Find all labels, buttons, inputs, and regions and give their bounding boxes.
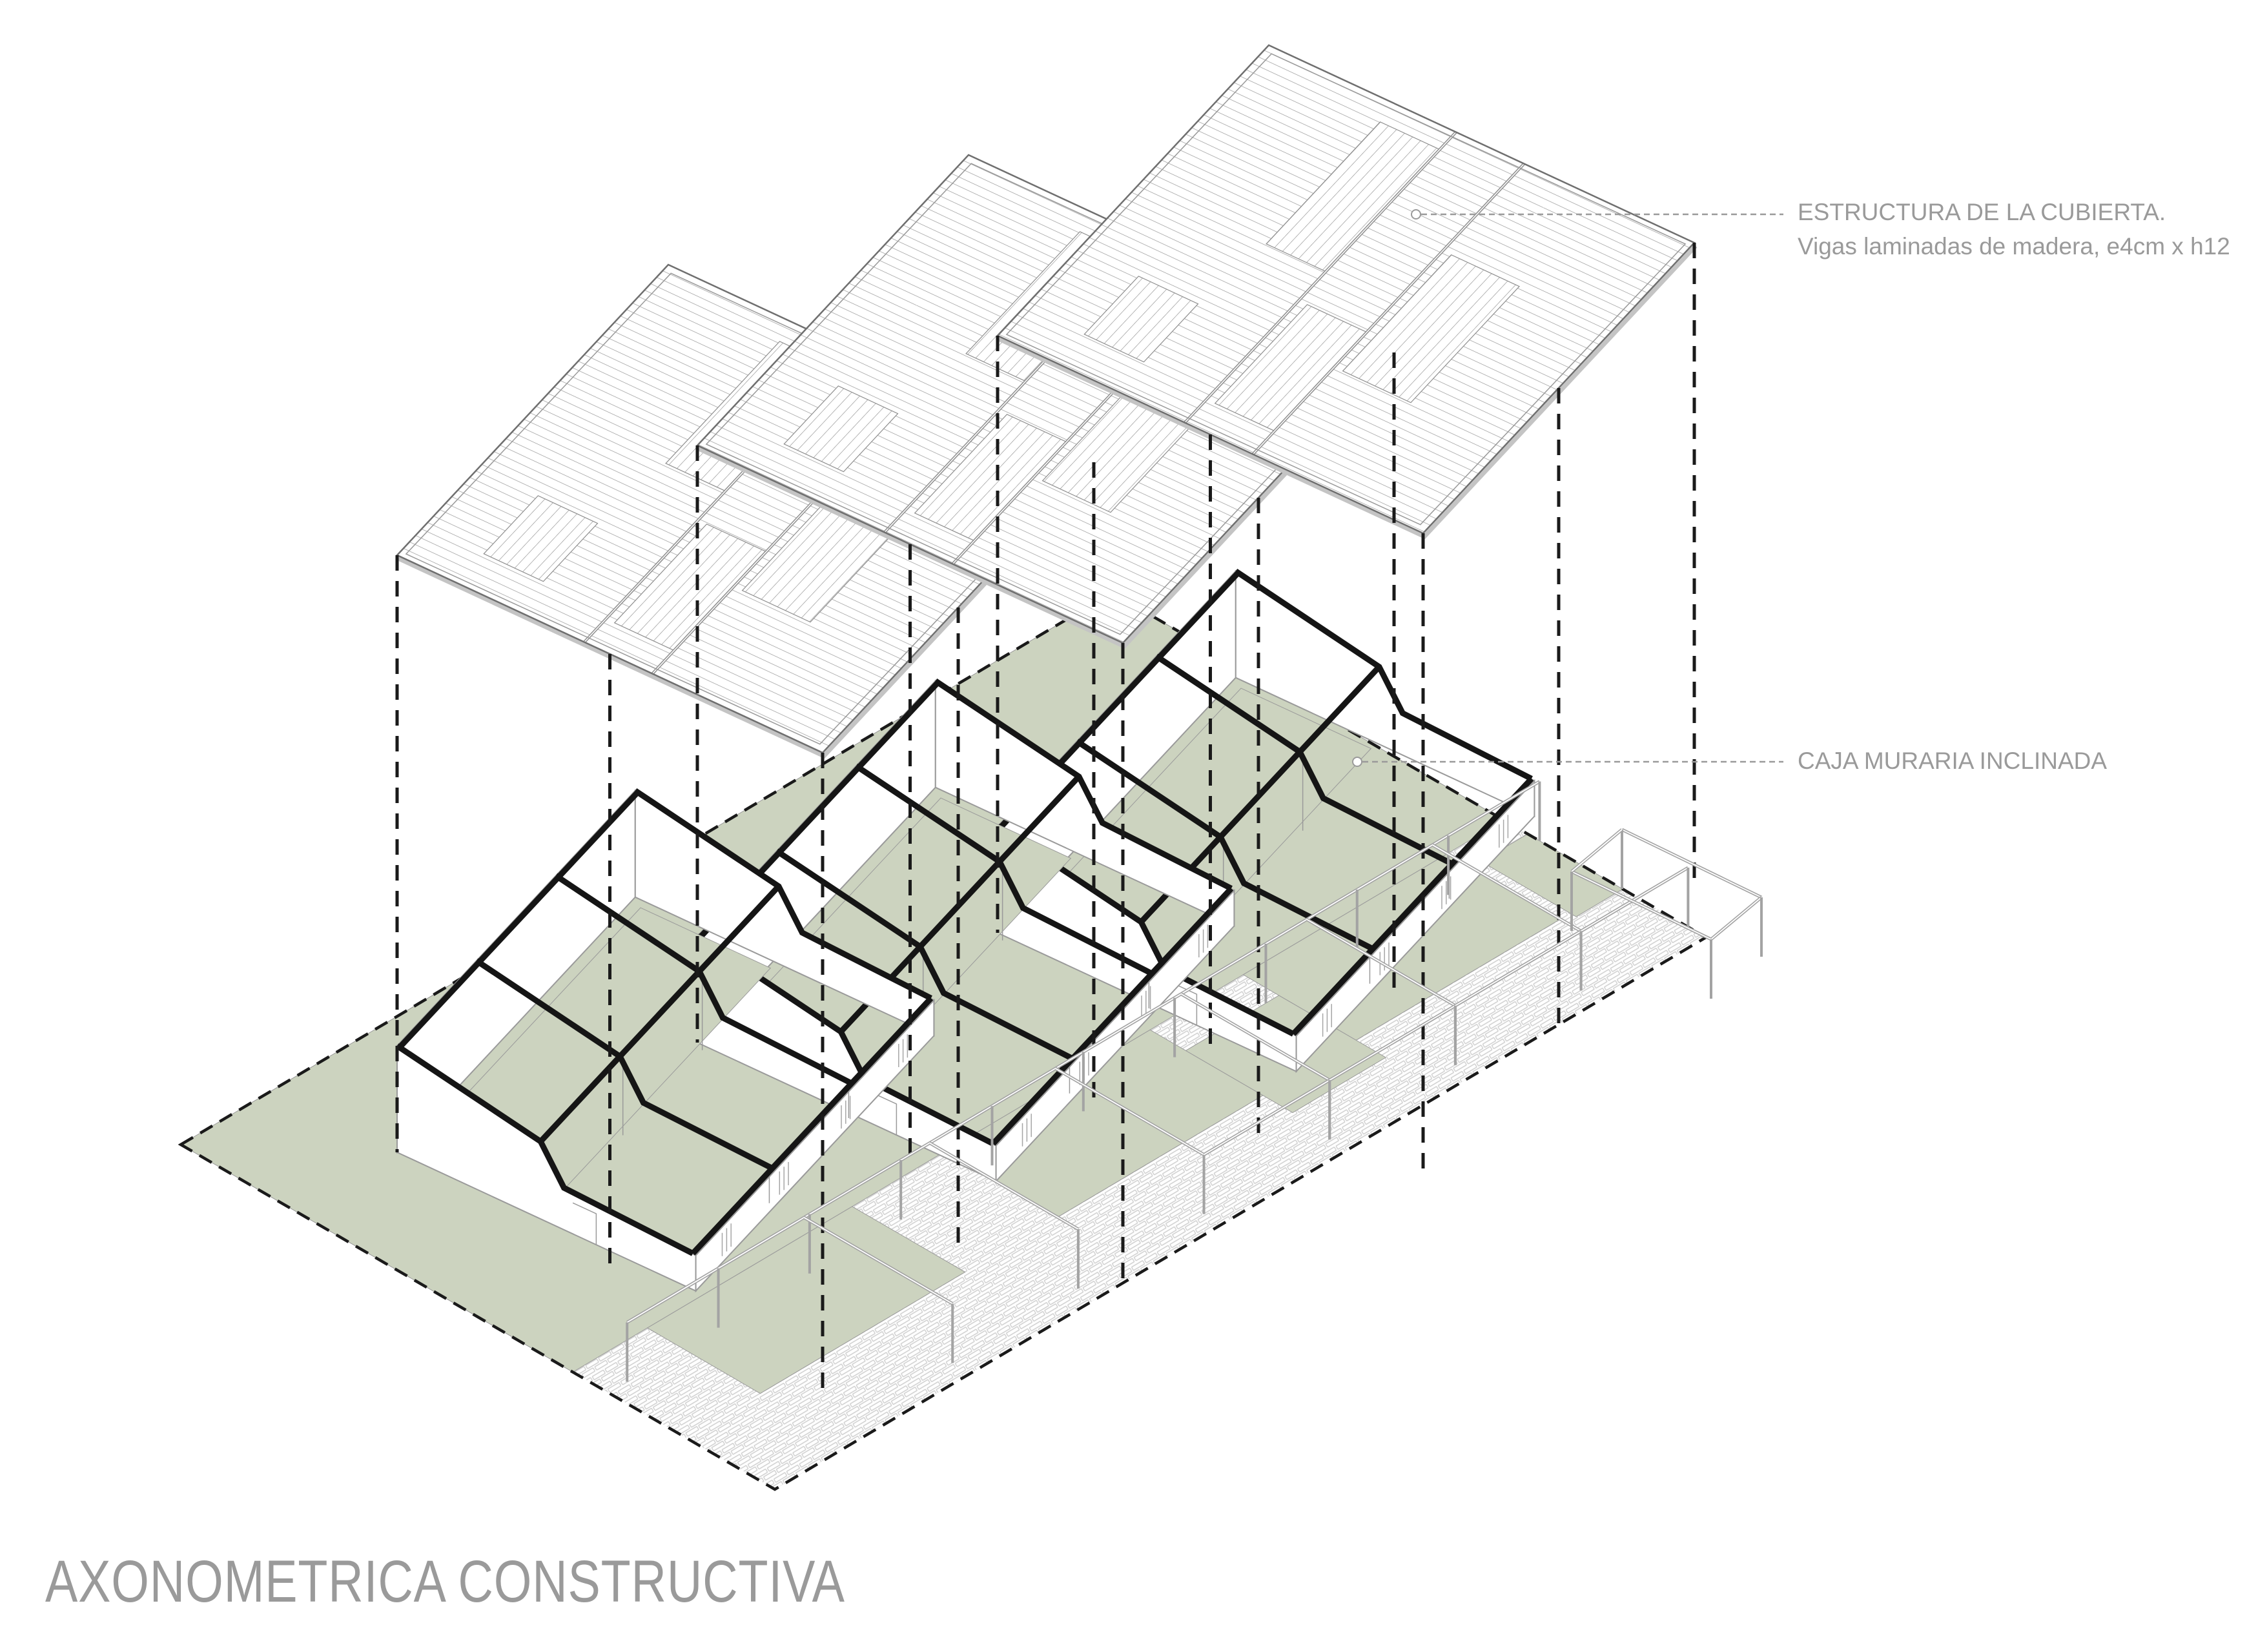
transverse-beam: [695, 933, 995, 1147]
joist-field: [998, 45, 1694, 533]
transverse-beam: [475, 958, 774, 1171]
roof-structure: [996, 44, 1698, 540]
annotation-inclined-wall-box: CAJA MURARIA INCLINADA: [1798, 744, 2107, 778]
front-wall: [695, 998, 935, 1293]
transverse-beam: [1234, 568, 1533, 782]
transverse-beam: [1154, 653, 1453, 867]
transverse-beam: [633, 788, 932, 1001]
leader-marker: [1411, 209, 1421, 219]
building-block: [395, 788, 935, 1293]
garden-patch: [646, 1206, 966, 1394]
transverse-beam: [554, 873, 853, 1086]
leader-marker: [1352, 757, 1362, 767]
transverse-beam: [934, 678, 1233, 892]
fence-frames: [626, 780, 1763, 1382]
transverse-beam: [996, 824, 1295, 1037]
longitudinal-beam: [538, 884, 781, 1144]
longitudinal-beam: [1291, 777, 1534, 1036]
page-title: AXONOMETRICA CONSTRUCTIVA: [45, 1549, 845, 1615]
leader-lines: [1352, 209, 1783, 767]
building-block: [695, 678, 1235, 1183]
transverse-beam: [775, 848, 1074, 1061]
longitudinal-beam: [397, 790, 640, 1050]
longitudinal-beam: [990, 886, 1234, 1146]
ring-beam-grid: [395, 788, 934, 1256]
annotation-roof-structure: ESTRUCTURA DE LA CUBIERTA. Vigas laminad…: [1798, 195, 2230, 263]
door-opening: [872, 1092, 898, 1136]
annotation-roof-line1: ESTRUCTURA DE LA CUBIERTA.: [1798, 199, 2166, 225]
transverse-beam: [1075, 739, 1375, 952]
roof-rim: [1005, 53, 1687, 525]
annotation-roof-line2: Vigas laminadas de madera, e4cm x h12: [1798, 233, 2230, 260]
transverse-beam: [854, 763, 1153, 977]
projection-lines: [395, 243, 1696, 1398]
door-opening: [572, 1202, 597, 1245]
front-wall: [995, 888, 1235, 1183]
longitudinal-beam: [690, 996, 934, 1256]
transverse-beam: [395, 1043, 695, 1256]
annotation-walls-text: CAJA MURARIA INCLINADA: [1798, 748, 2108, 774]
door-opening: [1173, 983, 1198, 1026]
